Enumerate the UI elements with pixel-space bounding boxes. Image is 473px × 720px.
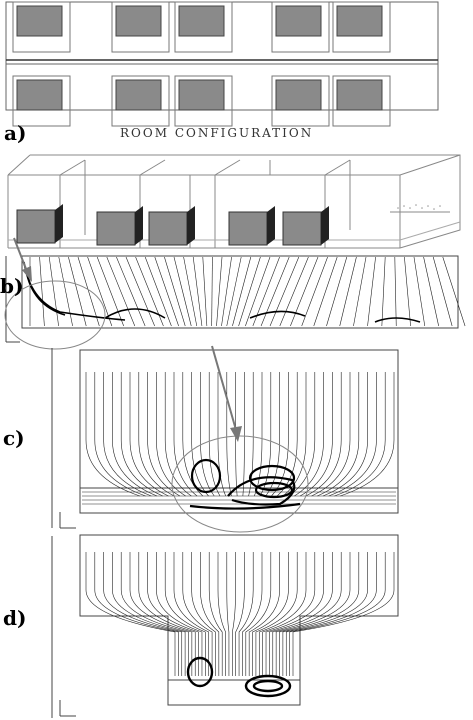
- plan-blocks: [12, 1, 391, 127]
- figure-title: ROOM CONFIGURATION: [120, 126, 313, 140]
- room-blocks: [16, 204, 329, 246]
- panel-b-streamlines: [29, 256, 466, 327]
- panel-b-frame: [5, 255, 459, 343]
- panel-label-a: a): [4, 121, 26, 145]
- panel-label-d: d): [3, 606, 26, 630]
- panel-b-zoom-circle: [4, 280, 106, 350]
- panel-label-c: c): [3, 426, 25, 450]
- panel-label-b: b): [0, 274, 23, 298]
- panel-b-arrow: [13, 237, 29, 275]
- panel-b-arrowhead: [22, 266, 32, 282]
- panel-c-arrowhead: [230, 426, 242, 442]
- panel-c-zoom-circle: [171, 435, 309, 533]
- panel-c-frame: [51, 348, 399, 529]
- panel-d-streamlines: [85, 552, 395, 676]
- panel-d-vortices: [186, 656, 292, 698]
- panel-c-vortices: [189, 458, 301, 510]
- room-vent-dots: [397, 204, 441, 210]
- panel-c-arrow: [211, 345, 237, 431]
